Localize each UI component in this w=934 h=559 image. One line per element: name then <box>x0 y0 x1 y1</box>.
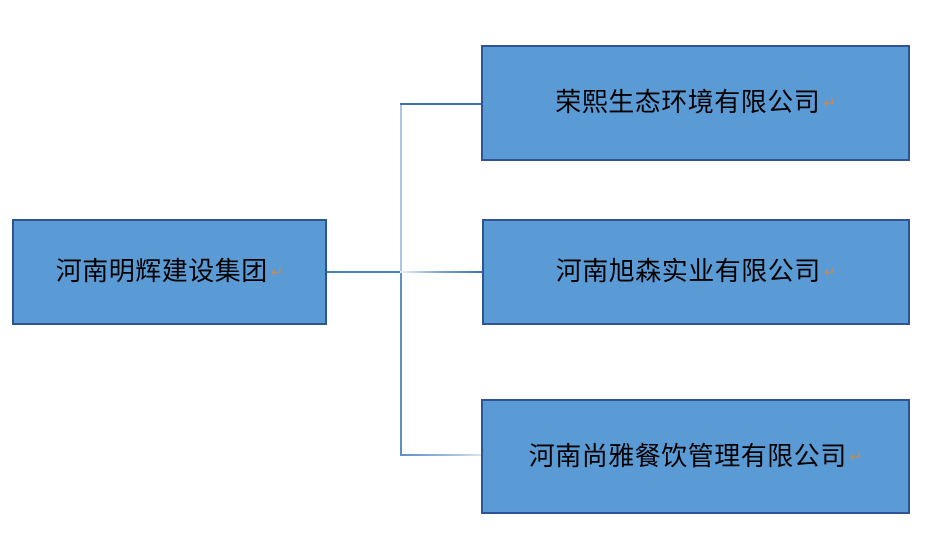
paragraph-mark-icon: ↵ <box>849 448 863 466</box>
org-node-child-2[interactable]: 河南旭森实业有限公司↵ <box>482 219 910 325</box>
connector-trunk-lower <box>400 271 402 455</box>
connector-branch-child-3 <box>400 454 482 456</box>
org-node-child-3-label: 河南尚雅餐饮管理有限公司 <box>528 440 847 471</box>
connector-root-stem <box>326 271 402 273</box>
connector-branch-child-2 <box>400 271 483 273</box>
org-node-root[interactable]: 河南明辉建设集团↵ <box>12 219 327 325</box>
connector-trunk-upper <box>400 103 402 273</box>
org-node-child-1-label: 荣熙生态环境有限公司 <box>555 87 821 118</box>
org-node-child-3[interactable]: 河南尚雅餐饮管理有限公司↵ <box>481 399 910 514</box>
paragraph-mark-icon: ↵ <box>270 264 284 281</box>
connector-branch-child-1 <box>400 103 482 105</box>
paragraph-mark-icon: ↵ <box>823 95 836 112</box>
org-node-child-2-label: 河南旭森实业有限公司 <box>555 256 821 287</box>
org-node-root-label: 河南明辉建设集团 <box>55 256 268 287</box>
paragraph-mark-icon: ↵ <box>823 264 837 281</box>
org-node-child-1[interactable]: 荣熙生态环境有限公司↵ <box>481 45 910 161</box>
